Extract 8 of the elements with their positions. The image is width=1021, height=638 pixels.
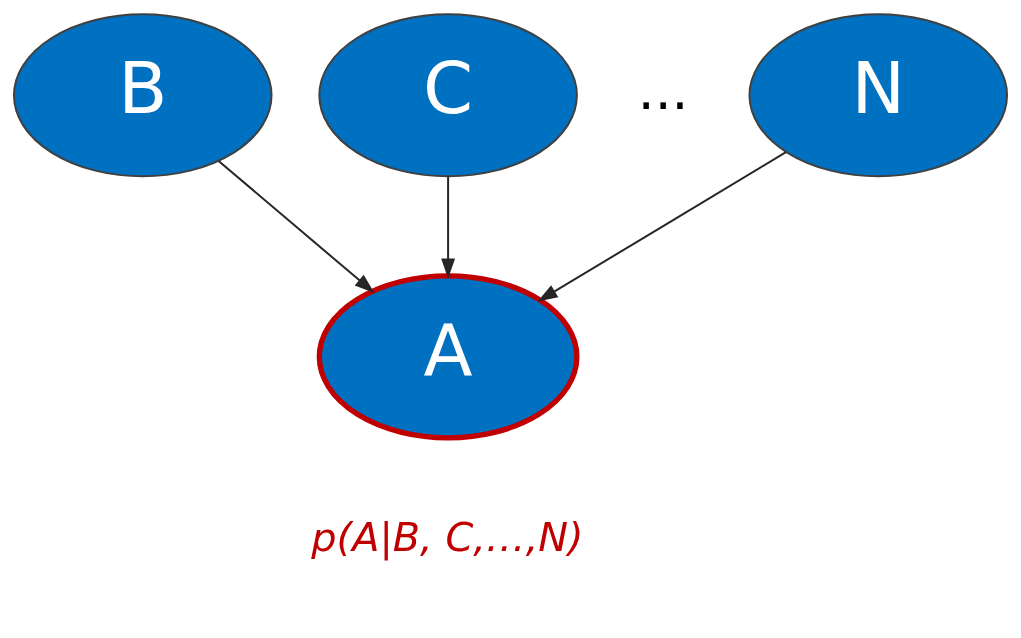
node-ellipse: B [12,13,273,178]
arrow [441,175,456,279]
node-ellipse: C [318,13,578,178]
node-ellipse: N [748,13,1009,178]
label: ... [637,59,689,122]
arrow [537,151,787,302]
arrow [217,159,375,293]
node-label: p(A|B, C,…,N) [311,514,584,561]
